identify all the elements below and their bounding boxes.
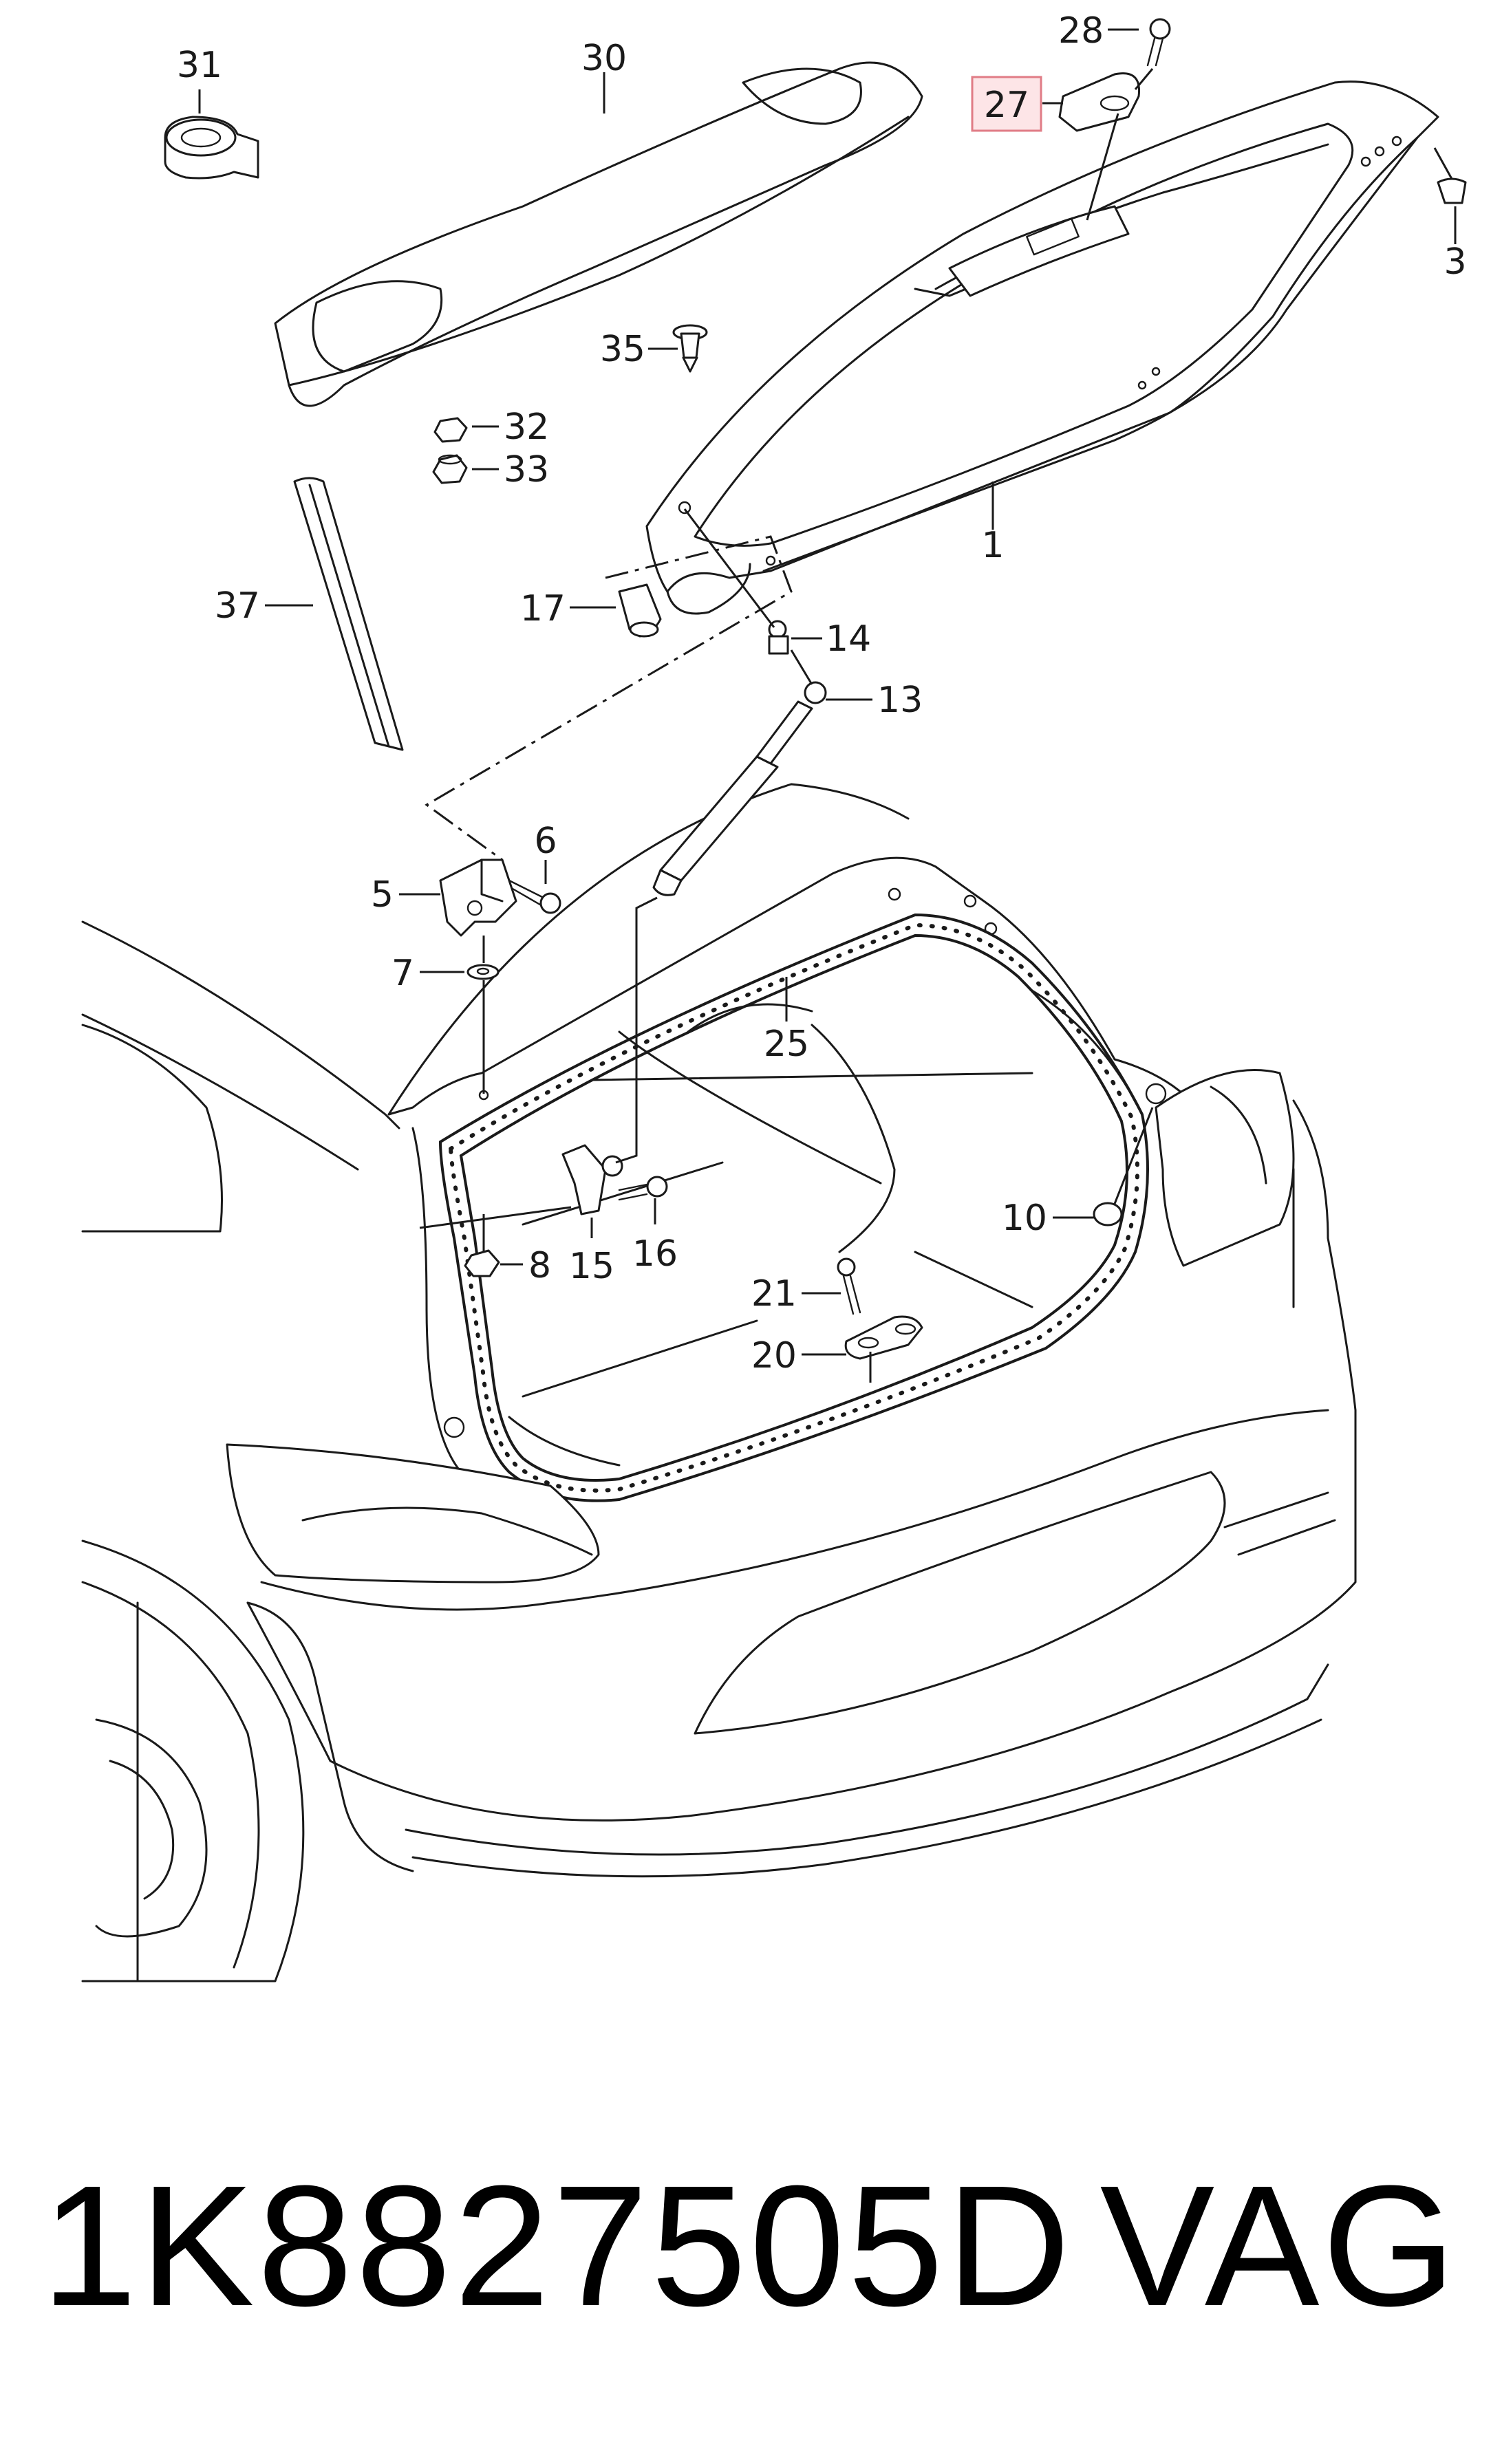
callout-17: 17 [520,588,566,629]
callout-7: 7 [391,953,414,994]
callout-labels: 31 30 28 27 3 35 32 33 1 37 17 14 13 6 5… [177,10,1467,1376]
callout-5: 5 [371,874,394,916]
bolt-part-6 [508,879,561,914]
footer: 1K8827505D VAG [41,2157,1459,2335]
callout-32: 32 [504,407,549,448]
bump-stop-part [618,583,662,638]
callout-14: 14 [826,618,871,660]
assembly-lines [198,28,1457,1383]
callout-3: 3 [1444,241,1466,283]
callout-10: 10 [1002,1198,1047,1239]
part-number: 1K8827505D [41,2150,1073,2342]
brand-label: VAG [1100,2150,1459,2342]
screw-part-16 [618,1176,668,1201]
washer-part [466,964,500,980]
plug-part [1093,1202,1123,1226]
spoiler-part [274,61,923,407]
nut-part-8 [464,1249,500,1277]
clip-part-3 [1437,177,1467,204]
hinge-part-5 [439,858,517,937]
tape-roll-part [164,116,259,180]
callout-15: 15 [569,1246,614,1287]
callout-1: 1 [981,525,1004,566]
callout-8: 8 [528,1245,551,1286]
stud-bracket-part-15 [561,1144,623,1215]
bracket-part-27 [1058,72,1141,221]
callout-35: 35 [600,329,645,370]
callout-20: 20 [751,1335,797,1376]
callout-28: 28 [1058,10,1104,52]
gas-strut-part [652,681,827,896]
callout-31: 31 [177,45,222,86]
tailgate [645,80,1439,615]
callout-27: 27 [984,85,1029,126]
callout-16: 16 [632,1233,678,1275]
trim-strip-part [293,477,404,751]
car-body [81,783,1357,1982]
clip-part-35 [672,324,708,373]
callout-13: 13 [877,680,923,721]
screw-part-28 [1134,18,1171,90]
nut-part-32 [433,417,468,443]
nut-part-33 [432,454,468,484]
screw-part-21 [837,1257,861,1315]
callout-6: 6 [534,821,557,862]
callout-30: 30 [581,38,627,79]
callout-21: 21 [751,1273,797,1315]
callout-25: 25 [764,1024,809,1065]
callout-33: 33 [504,449,549,490]
striker-part-20 [844,1315,923,1360]
callout-37: 37 [215,585,260,627]
highlight-box-27 [971,76,1042,132]
